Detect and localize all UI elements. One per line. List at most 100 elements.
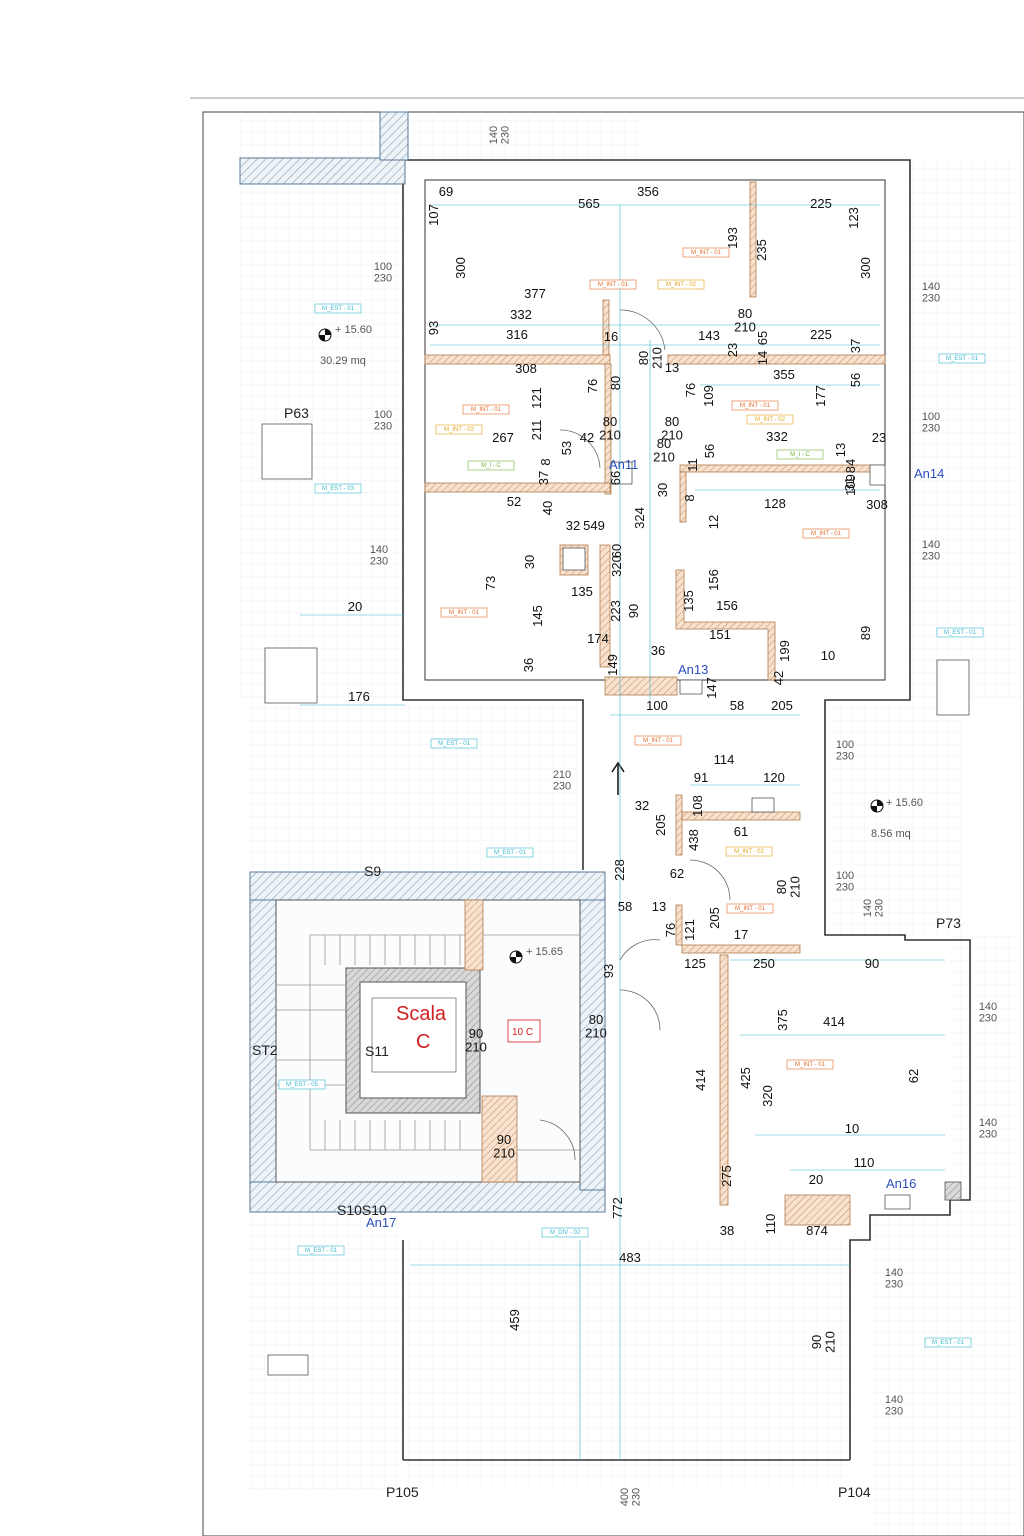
code-label: An17 [366,1215,396,1230]
dimension-label: 225 [810,327,832,342]
dimension-label: 11 [685,458,700,472]
dimension-label: 109 [843,474,858,496]
wall-type-tag: M_INT - 01 [691,250,722,256]
window-size-label: 400230 [619,1488,643,1506]
wall-tag-box [278,1079,326,1090]
wall-type-tag: M_INT - 01 [471,407,502,413]
dimension-label: 549 [583,518,605,533]
dimension-label: 414 [693,1069,708,1091]
dimension-label: 30 [655,483,670,497]
dimension-label: 565 [578,196,600,211]
dimension-label: 76 [683,383,698,397]
dimension-label: 40 [540,501,555,515]
wall-type-tag: M_I - C [790,452,810,458]
dimension-label: 32 [635,798,649,813]
dimension-label: 36 [521,658,536,672]
dimension-label: 62 [670,866,684,881]
dimension-label: 355 [773,367,795,382]
dimension-label: 874 [806,1223,828,1238]
dimension-label: 425 [738,1067,753,1089]
wall-tag-box [726,903,774,914]
code-label: P105 [386,1484,419,1500]
dimension-label: 300 [453,257,468,279]
dimension-label: 17 [734,927,748,942]
dimension-label: 37 [536,471,551,485]
dimension-label: 316 [506,327,528,342]
level-marker: + 15.65 [509,946,563,964]
dimension-label: 308 [515,361,537,376]
guide-lines [300,204,945,1460]
dimension-label: 38 [720,1223,734,1238]
dimension-label: 211 [529,420,544,441]
wall-tag-box [462,404,510,415]
wall-type-tag: M_EST - 03 [322,486,355,492]
dimension-label: 32 [566,518,580,533]
dimension-label: 177 [813,385,828,407]
wall-type-tag: M_INT - 01 [811,531,842,537]
dimension-label: 156 [706,569,721,591]
dimension-label: 308 [866,497,888,512]
wall-type-tag: M_EST - 05 [286,1082,319,1088]
dimension-label: 69 [439,184,453,199]
dimension-label: 84 [843,459,858,473]
code-label: P73 [936,915,961,931]
dimension-label: 375 [775,1009,790,1031]
room-area: 8.56 mq [871,828,911,840]
code-label: An13 [678,662,708,677]
wall-tag-box [486,847,534,858]
dimension-label: 109 [701,385,716,407]
code-label: An14 [914,466,944,481]
dimension-label: 123 [846,207,861,229]
wall-tag-box [657,279,705,290]
external-walls [239,111,606,1213]
service-ducts [261,423,970,1376]
dimension-label: 332 [510,307,532,322]
dimension-label: 320 [760,1085,775,1107]
level-value: + 15.60 [335,324,372,336]
wall-type-tag: M_EST - 01 [438,741,471,747]
window-size-label: 140230 [862,899,886,917]
paving-grid [240,112,1024,1535]
dimension-label: 324 [632,507,647,529]
code-label: S9 [364,863,381,879]
dimension-label: 356 [637,184,659,199]
wall-type-tag: M_INT - 01 [598,282,629,288]
dimension-label: 80 [608,376,623,390]
dimension-label: 250 [753,956,775,971]
dimension-label: 52 [507,494,521,509]
dimension-label: 76 [585,379,600,393]
wall-type-tag: M_INT - 01 [740,403,771,409]
dimension-label: 174 [587,631,609,646]
dimension-label: 42 [580,430,594,445]
dimension-label: 20 [809,1172,823,1187]
code-label: An16 [886,1176,916,1191]
dimension-label: 320 [609,555,624,577]
dimension-label: 76 [663,923,678,937]
dimension-label: 483 [619,1250,641,1265]
stair-core [275,899,581,1183]
apartment-outline [402,159,971,1461]
wall-type-tag: M_DIV - 02 [550,1230,581,1236]
wall-type-tag: M_EST - 01 [946,356,979,362]
level-value: + 15.65 [526,946,563,958]
dimension-label: 20 [348,599,362,614]
dimension-label: 121 [682,919,697,941]
dimension-label: 90210 [809,1331,838,1353]
wall-type-tag: M_INT - 01 [735,906,766,912]
dimension-label: 223 [608,600,623,622]
room-area: 30.29 mq [320,355,366,367]
